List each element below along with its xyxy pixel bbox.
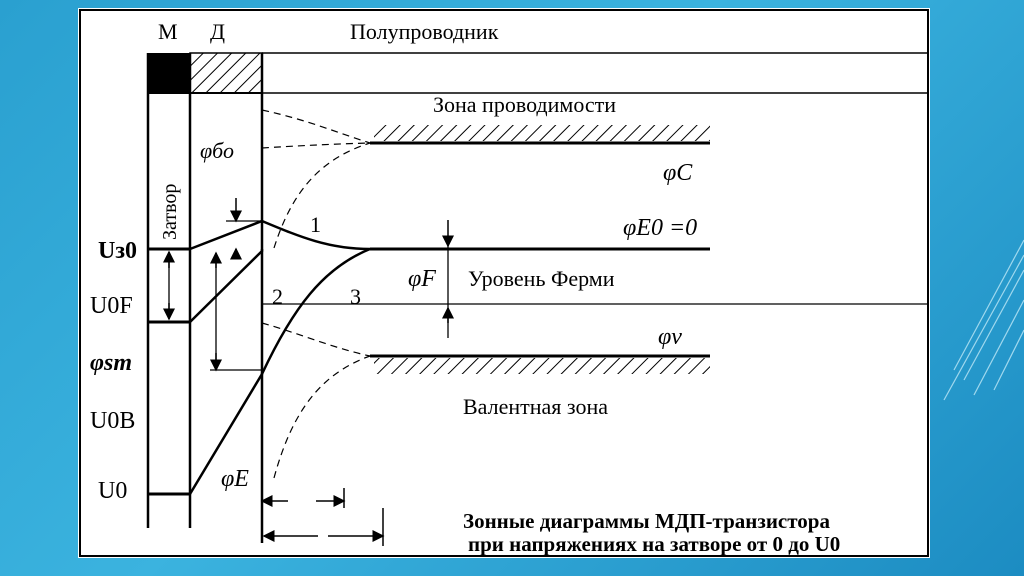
label-u0: U0 (98, 478, 127, 504)
conduction-hatch (374, 125, 710, 141)
frame (79, 9, 929, 557)
label-phi-c: φC (663, 160, 693, 186)
label-dielectric: Д (210, 19, 225, 44)
label-gate: Затвор (159, 184, 181, 240)
label-u30: Uз0 (98, 238, 137, 264)
decorative-lines (943, 239, 1024, 401)
conduction-band-dash-curve (273, 142, 371, 249)
curve-2 (189, 249, 264, 323)
conduction-band-dash-lower (261, 142, 371, 149)
label-phi-e: φE (221, 466, 249, 492)
label-phi-sm: φsm (90, 350, 132, 376)
label-conduction-band: Зона проводимости (433, 92, 616, 117)
label-semiconductor: Полупроводник (350, 19, 499, 44)
diagram-panel: М Д Полупроводник Зона проводимости Затв… (78, 8, 930, 558)
label-curve-1: 1 (310, 212, 321, 237)
band-diagram: М Д Полупроводник Зона проводимости Затв… (79, 9, 929, 557)
curve-1 (189, 219, 371, 251)
caption-line-1: Зонные диаграммы МДП-транзистора (463, 509, 830, 533)
label-fermi-level: Уровень Ферми (468, 266, 615, 291)
label-curve-2: 2 (272, 284, 283, 309)
valence-band-dash-upper (261, 322, 371, 357)
label-phi-v: φv (658, 324, 682, 350)
label-phi-b0: φбо (200, 138, 234, 163)
label-curve-3: 3 (350, 284, 361, 309)
label-u0b: U0B (90, 408, 135, 434)
dielectric-block (189, 52, 263, 94)
caption-line-2: при напряжениях на затворе от 0 до U0 (468, 532, 840, 556)
curve-3 (188, 247, 371, 495)
label-metal: М (158, 19, 178, 44)
valence-hatch (374, 358, 710, 374)
conduction-band-dash-upper (261, 109, 371, 144)
label-valence-band: Валентная зона (463, 394, 608, 419)
label-phi-e0: φE0 =0 (623, 215, 697, 241)
label-u0f: U0F (90, 293, 133, 319)
valence-band-dash-curve (273, 355, 371, 479)
metal-block (148, 53, 190, 93)
label-phi-f: φF (408, 266, 436, 292)
